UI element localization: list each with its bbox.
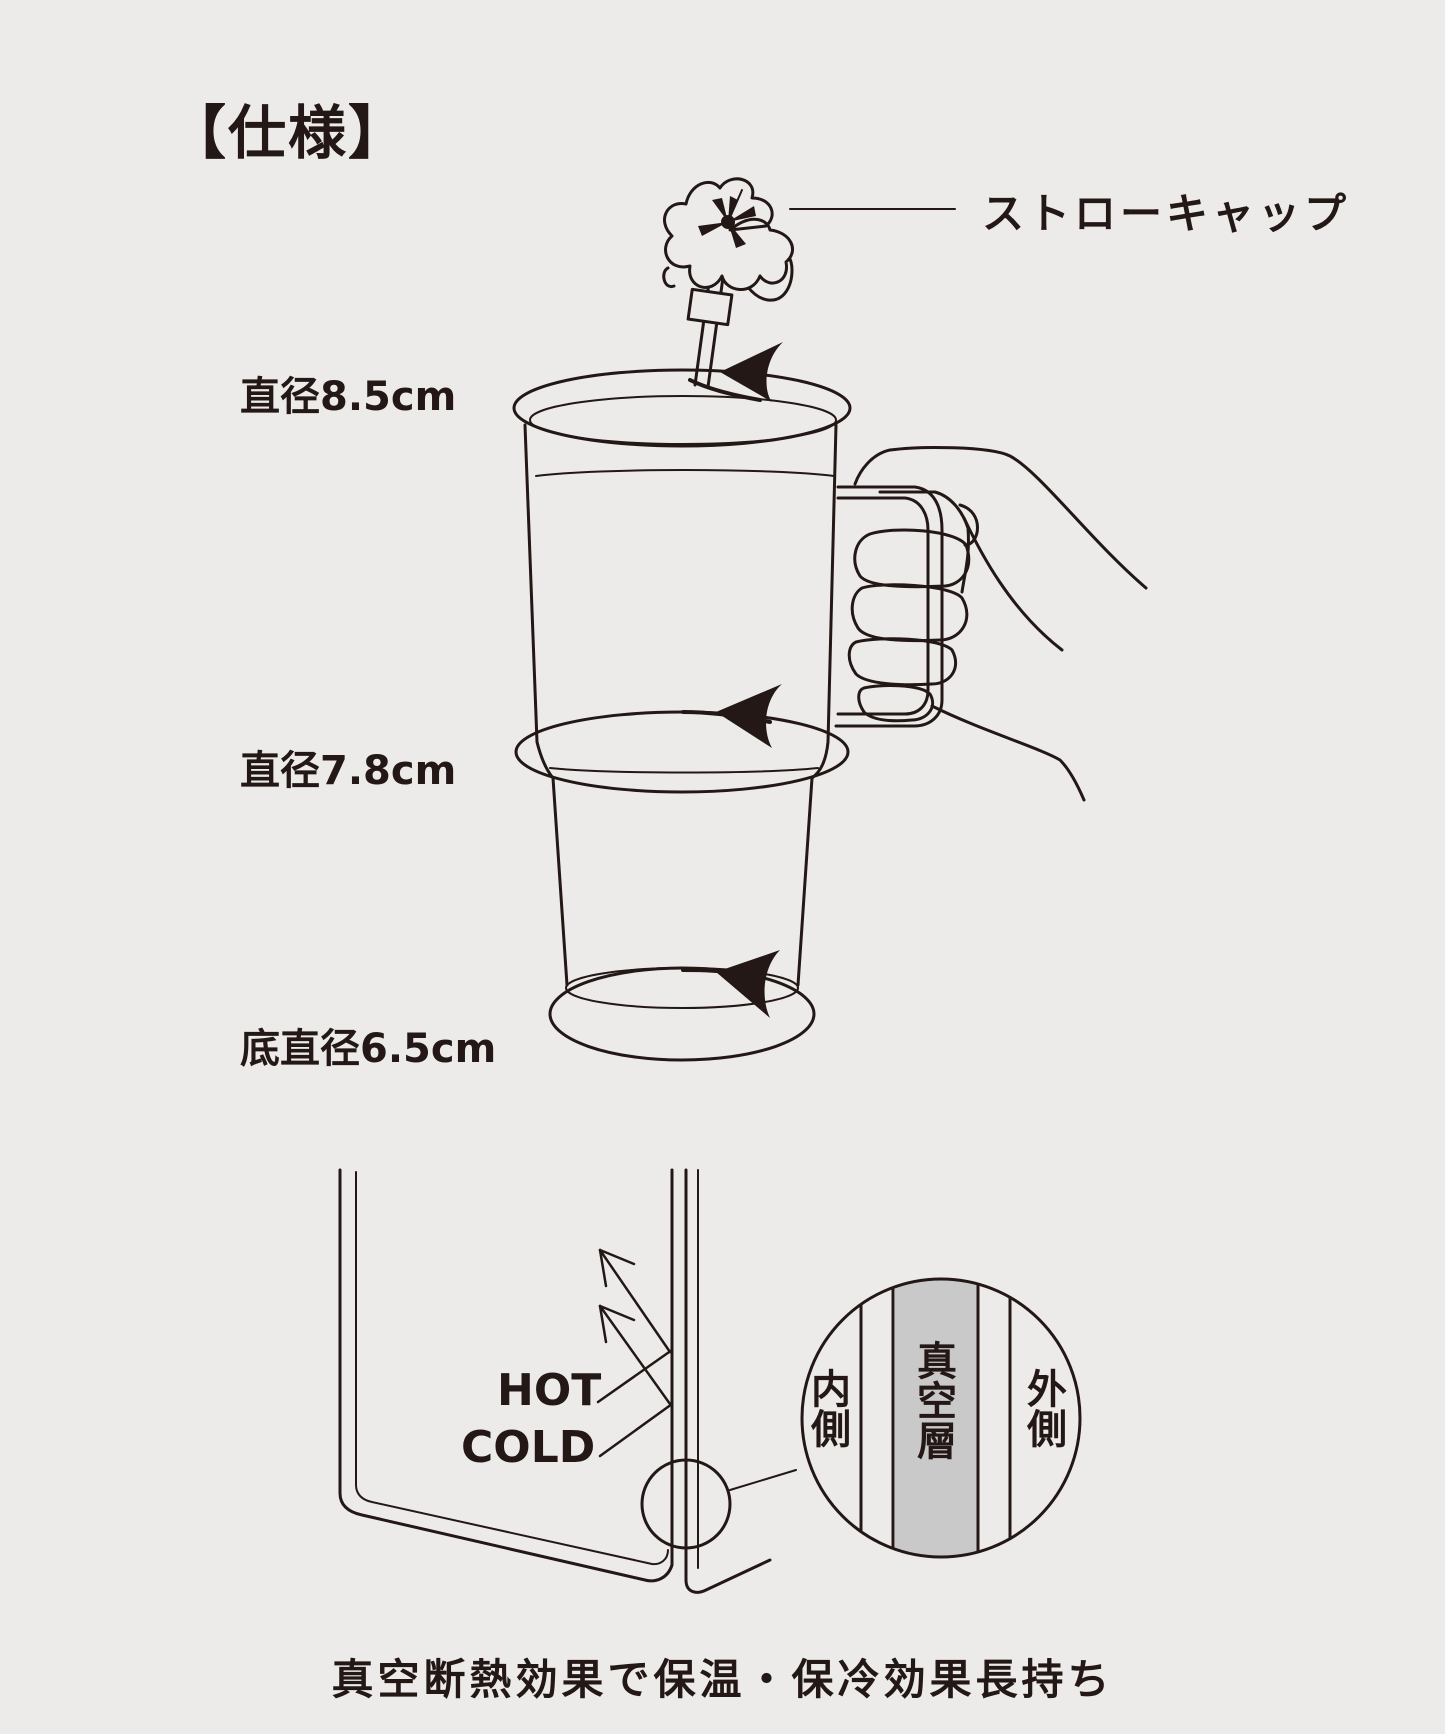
- hibiscus-straw-cap-icon: [662, 177, 794, 302]
- middle-arrow: [681, 684, 782, 748]
- top-diameter-label: 直径8.5cm: [240, 374, 457, 420]
- outer-wall-label: 外側: [1020, 1368, 1066, 1448]
- bottom-arrow: [681, 950, 780, 1018]
- straw-cap-label: ストローキャップ: [982, 189, 1351, 238]
- cross-section-diagram: [338, 1168, 797, 1594]
- hand-illustration: [847, 446, 1148, 802]
- cold-label: COLD: [461, 1422, 596, 1473]
- heat-arrows: [596, 1248, 674, 1458]
- vacuum-layer-label: 真空層: [910, 1340, 956, 1460]
- caption: 真空断熱効果で保温・保冷効果長持ち: [331, 1655, 1114, 1704]
- bottom-diameter-label: 底直径6.5cm: [240, 1026, 497, 1072]
- hot-label: HOT: [497, 1365, 602, 1416]
- inner-wall-label: 内側: [804, 1368, 850, 1448]
- tumbler-body: [512, 368, 852, 1062]
- top-arrow: [688, 342, 783, 402]
- magnified-wall-view: [800, 1277, 1082, 1559]
- page-title: 【仕様】: [168, 99, 409, 167]
- middle-diameter-label: 直径7.8cm: [240, 748, 457, 794]
